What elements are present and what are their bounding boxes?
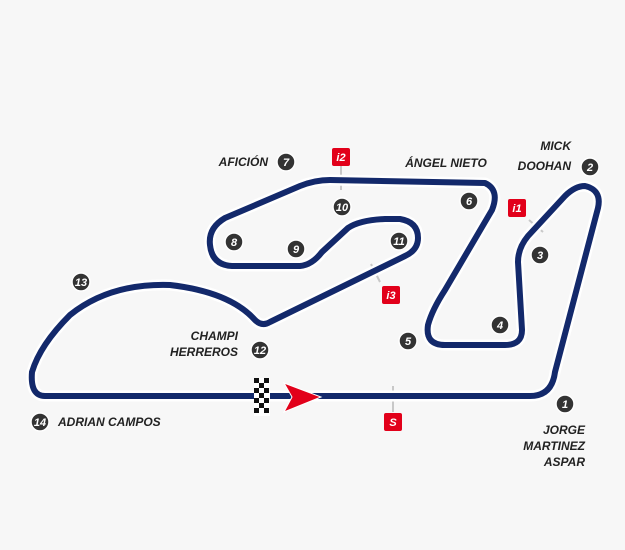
turn-marker-9: 9 bbox=[286, 239, 306, 259]
turn-name: JORGE bbox=[543, 423, 586, 437]
turn-name: AFICIÓN bbox=[218, 154, 269, 169]
turn-marker-2: 2 bbox=[580, 157, 600, 177]
sector-label: i2 bbox=[336, 152, 345, 164]
turn-name: HERREROS bbox=[170, 345, 238, 359]
turn-number: 2 bbox=[586, 162, 593, 174]
turn-number: 3 bbox=[537, 250, 543, 262]
sector-label: i1 bbox=[512, 203, 521, 215]
turn-number: 5 bbox=[405, 336, 412, 348]
turn-marker-4: 4 bbox=[490, 315, 510, 335]
direction-arrow-icon bbox=[282, 382, 323, 413]
sector-label: i3 bbox=[386, 290, 395, 302]
turn-number: 14 bbox=[34, 417, 46, 429]
turn-number: 4 bbox=[496, 320, 503, 332]
sector-label: S bbox=[389, 417, 397, 429]
turn-number: 6 bbox=[466, 196, 473, 208]
sector-marker-i2: i2 bbox=[332, 148, 350, 166]
turn-marker-3: 3 bbox=[530, 245, 550, 265]
turn-name: DOOHAN bbox=[518, 159, 572, 173]
turn-marker-14: 14 bbox=[30, 412, 50, 432]
turn-number: 10 bbox=[336, 202, 349, 214]
sector-marker-S: S bbox=[384, 413, 402, 431]
turn-number: 13 bbox=[75, 277, 87, 289]
turn-marker-13: 13 bbox=[71, 272, 91, 292]
turn-marker-1: 1 bbox=[555, 394, 575, 414]
turn-marker-6: 6 bbox=[459, 191, 479, 211]
turn-marker-5: 5 bbox=[398, 331, 418, 351]
turn-name: ASPAR bbox=[543, 455, 585, 469]
turn-marker-11: 11 bbox=[389, 231, 409, 251]
turn-marker-7: 7 bbox=[276, 152, 296, 172]
turn-number: 1 bbox=[562, 399, 568, 411]
turn-name: CHAMPI bbox=[191, 329, 239, 343]
turn-number: 12 bbox=[254, 345, 266, 357]
turn-name: MICK bbox=[540, 139, 572, 153]
sector-marker-i3: i3 bbox=[382, 286, 400, 304]
turn-name: ADRIAN CAMPOS bbox=[57, 415, 161, 429]
turn-name: ÁNGEL NIETO bbox=[404, 155, 487, 170]
turn-marker-10: 10 bbox=[332, 197, 352, 217]
turn-number: 8 bbox=[231, 237, 238, 249]
turn-number: 7 bbox=[283, 157, 290, 169]
track bbox=[28, 177, 602, 399]
turn-name: MARTINEZ bbox=[523, 439, 585, 453]
turn-number: 9 bbox=[293, 244, 300, 256]
turn-marker-8: 8 bbox=[224, 232, 244, 252]
checkered-flag-icon bbox=[254, 378, 270, 416]
sector-marker-i1: i1 bbox=[508, 199, 526, 217]
turn-number: 11 bbox=[393, 236, 404, 248]
turn-marker-12: 12 bbox=[250, 340, 270, 360]
